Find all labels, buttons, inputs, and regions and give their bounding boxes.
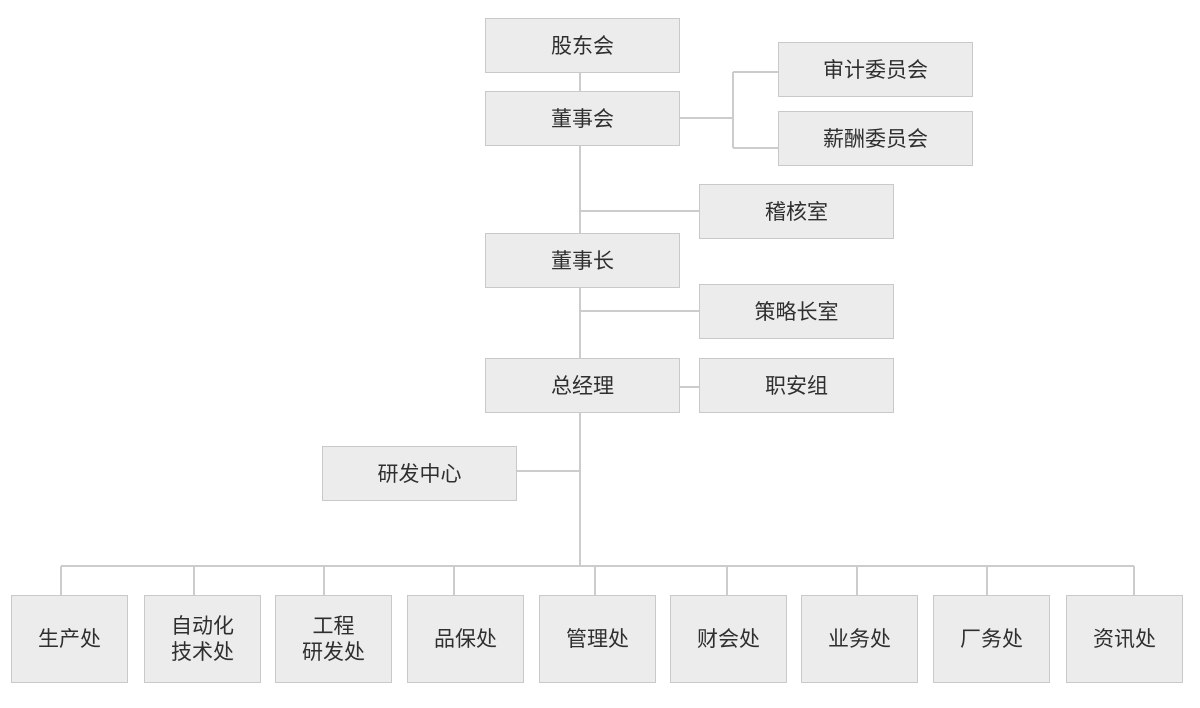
- department-box: 品保处: [407, 595, 524, 683]
- board-label: 董事会: [551, 106, 614, 131]
- department-label-line1: 管理处: [566, 627, 629, 651]
- department-label-line1: 品保处: [434, 627, 497, 651]
- rd-center-label: 研发中心: [377, 461, 462, 486]
- department-label-line1: 自动化: [171, 614, 234, 638]
- compensation-committee-label: 薪酬委员会: [823, 126, 928, 151]
- department-box: 工程 研发处: [275, 595, 392, 683]
- strategy-office-label: 策略长室: [754, 299, 839, 324]
- department-label-line1: 业务处: [828, 627, 891, 651]
- department-box: 生产处: [11, 595, 128, 683]
- department-label-line2: 研发处: [302, 640, 365, 664]
- safety-group-box: 职安组: [699, 358, 894, 413]
- audit-office-label: 稽核室: [765, 199, 828, 224]
- department-box: 自动化 技术处: [144, 595, 261, 683]
- department-label-line1: 工程: [312, 614, 355, 638]
- shareholders-box: 股东会: [485, 18, 680, 73]
- rd-center-box: 研发中心: [322, 446, 517, 501]
- shareholders-label: 股东会: [551, 33, 614, 58]
- department-label-line1: 厂务处: [960, 627, 1023, 651]
- audit-committee-label: 审计委员会: [823, 57, 928, 82]
- department-label-line1: 财会处: [697, 627, 760, 651]
- audit-committee-box: 审计委员会: [778, 42, 973, 97]
- department-label-line2: 技术处: [171, 640, 234, 664]
- audit-office-box: 稽核室: [699, 184, 894, 239]
- department-label-line1: 资讯处: [1093, 627, 1156, 651]
- compensation-committee-box: 薪酬委员会: [778, 111, 973, 166]
- board-box: 董事会: [485, 91, 680, 146]
- strategy-office-box: 策略长室: [699, 284, 894, 339]
- chairman-label: 董事长: [551, 248, 614, 273]
- department-box: 管理处: [539, 595, 656, 683]
- general-manager-label: 总经理: [551, 373, 614, 398]
- department-box: 资讯处: [1066, 595, 1183, 683]
- general-manager-box: 总经理: [485, 358, 680, 413]
- department-box: 业务处: [801, 595, 918, 683]
- department-label-line1: 生产处: [38, 627, 101, 651]
- chairman-box: 董事长: [485, 233, 680, 288]
- safety-group-label: 职安组: [765, 373, 828, 398]
- department-box: 厂务处: [933, 595, 1050, 683]
- department-box: 财会处: [670, 595, 787, 683]
